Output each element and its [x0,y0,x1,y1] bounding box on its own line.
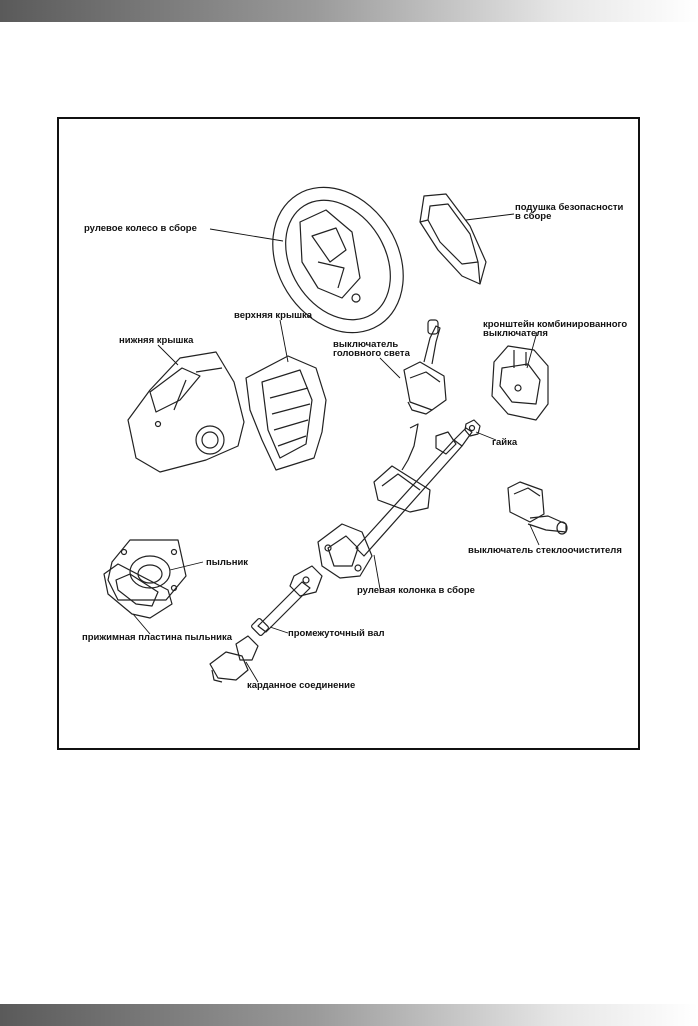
footer-band [0,1004,698,1026]
label-bracket-line1: кронштейн комбинированного [483,319,628,330]
diagram-frame [57,117,640,750]
label-headlight-switch-line1: выключатель [333,339,399,350]
wiper-switch-drawing [507,481,568,535]
label-wiper-switch: выключатель стеклоочистителя [468,545,622,556]
cardan-joint-drawing [209,635,259,683]
lower-cover-drawing [127,351,245,473]
label-boot: пыльник [206,557,249,568]
leader-lines [132,213,540,683]
label-intermediate-shaft: промежуточный вал [288,628,385,639]
label-lower-cover: нижняя крышка [119,335,194,346]
airbag-drawing [419,193,487,285]
nut-drawing [464,419,481,437]
bracket-drawing [491,345,549,421]
steering-wheel-drawing [272,186,404,334]
label-airbag-line2: в сборе [515,211,552,222]
header-band [0,0,698,22]
label-airbag-line1: подушка безопасности [515,202,624,213]
label-nut: гайка [492,437,518,448]
headlight-switch-drawing [403,319,447,415]
label-boot-plate: прижимная пластина пыльника [82,632,233,643]
label-upper-cover: верхняя крышка [234,310,313,321]
intermediate-shaft-drawing [251,565,323,636]
label-cardan-joint: карданное соединение [247,680,356,691]
upper-cover-drawing [245,355,327,471]
boot-plate-drawing [103,563,173,619]
steering-column-drawing [317,423,473,579]
label-headlight-switch-line2: головного света [333,348,410,359]
label-steering-wheel: рулевое колесо в сборе [84,223,197,234]
label-steering-column: рулевая колонка в сборе [357,585,475,596]
label-bracket-line2: выключателя [483,328,548,339]
